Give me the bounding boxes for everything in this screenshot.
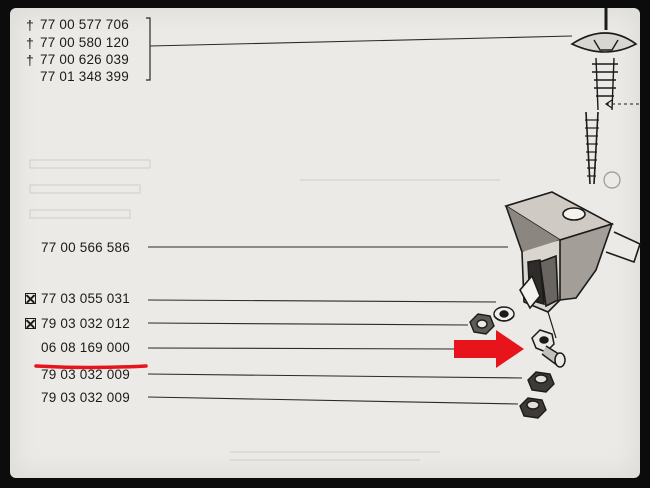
leader-line-nut-3 (147, 396, 519, 405)
dagger-icon: † (26, 52, 34, 68)
nut-2 (527, 371, 555, 393)
crossed-box-icon (25, 293, 36, 304)
red-underline (34, 364, 148, 370)
part-number-washer: 77 03 055 031 (41, 291, 130, 306)
leader-line-highlighted (147, 347, 456, 350)
group-bracket (146, 17, 151, 81)
washer (493, 306, 515, 322)
dagger-icon: † (26, 35, 34, 51)
part-number-bracket: 77 00 566 586 (41, 240, 130, 255)
faint-bleed-through-print (29, 159, 500, 461)
threaded-stud (570, 8, 640, 189)
leader-line-nut-2 (147, 373, 523, 379)
leader-line-top (149, 35, 573, 47)
part-number-nut-3: 79 03 032 009 (41, 390, 130, 405)
mounting-bracket (504, 191, 641, 339)
part-number-top-2: 77 00 580 120 (40, 35, 129, 50)
part-number-top-3: 77 00 626 039 (40, 52, 129, 67)
leader-line-nut (147, 322, 469, 326)
part-number-top-1: 77 00 577 706 (40, 17, 129, 32)
nut (469, 313, 495, 335)
part-number-nut: 79 03 032 012 (41, 316, 130, 331)
dagger-icon: † (26, 17, 34, 33)
crossed-box-icon (25, 318, 36, 329)
leader-line-washer (147, 299, 497, 303)
bolt (531, 329, 566, 368)
nut-3 (519, 397, 547, 419)
part-number-top-4: 77 01 348 399 (40, 69, 129, 84)
part-number-nut-2: 79 03 032 009 (41, 367, 130, 382)
red-arrow-icon (454, 330, 524, 368)
part-number-highlighted: 06 08 169 000 (41, 340, 130, 355)
